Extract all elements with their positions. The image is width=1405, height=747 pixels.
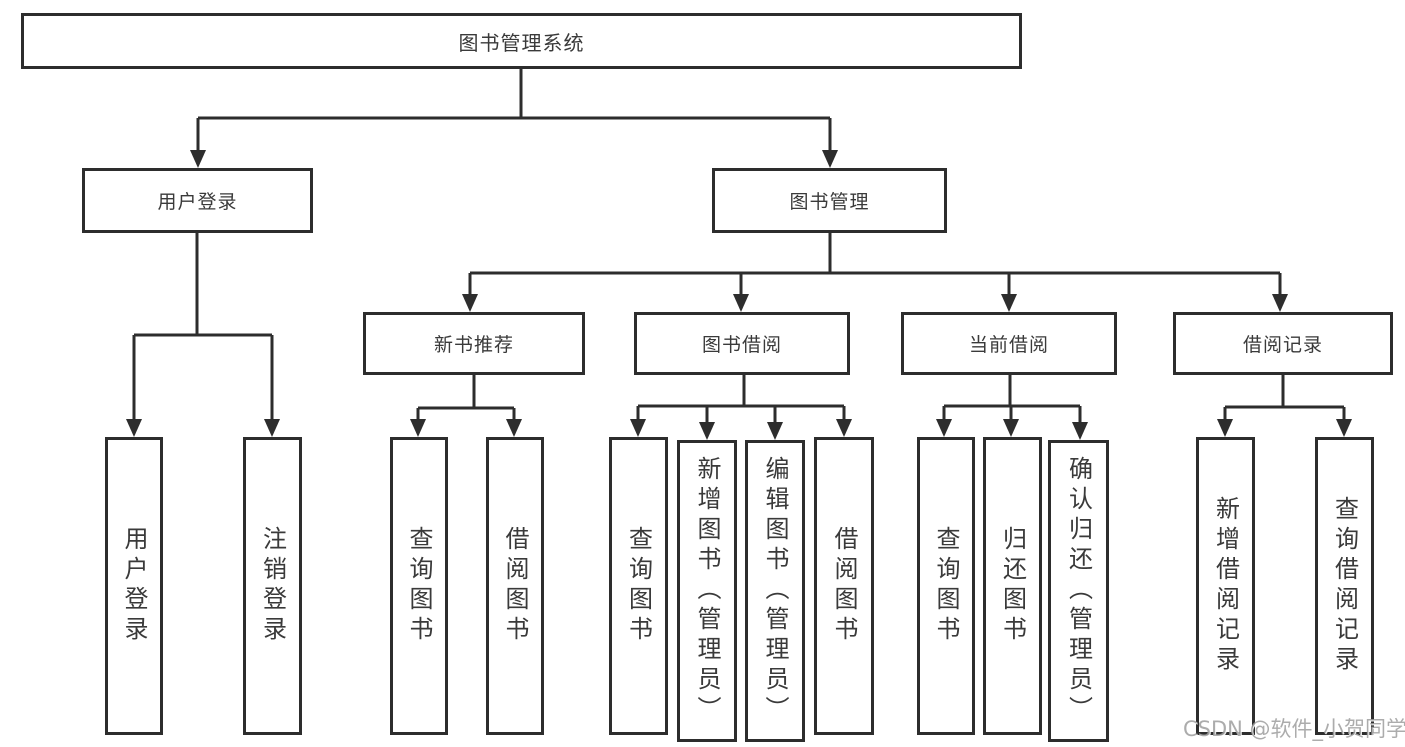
node-edit-books-admin: 编辑图书（管理员） [745,440,805,742]
node-confirm-return-admin: 确认归还（管理员） [1048,440,1109,742]
node-query-books-current: 查询图书 [917,437,975,735]
node-book-management: 图书管理 [712,168,947,233]
node-borrow-books: 借阅图书 [814,437,874,735]
node-borrow-books-recommend: 借阅图书 [486,437,544,735]
node-current-borrowing: 当前借阅 [901,312,1117,375]
node-book-borrowing: 图书借阅 [634,312,850,375]
node-add-borrow-record: 新增借阅记录 [1196,437,1255,735]
node-user-login-group: 用户登录 [82,168,313,233]
node-borrowing-records: 借阅记录 [1173,312,1393,375]
node-query-books-recommend: 查询图书 [390,437,448,735]
node-new-book-recommendation: 新书推荐 [363,312,585,375]
node-add-books-admin: 新增图书（管理员） [677,440,737,742]
node-query-books-borrowing: 查询图书 [609,437,668,735]
node-logout: 注销登录 [243,437,302,735]
node-return-books: 归还图书 [983,437,1042,735]
csdn-watermark: CSDN @软件_小贺同学 [1183,717,1405,741]
node-query-borrow-record: 查询借阅记录 [1315,437,1374,735]
node-user-login: 用户登录 [105,437,163,735]
node-library-management-system: 图书管理系统 [21,13,1022,69]
arrowheads [126,150,1352,440]
